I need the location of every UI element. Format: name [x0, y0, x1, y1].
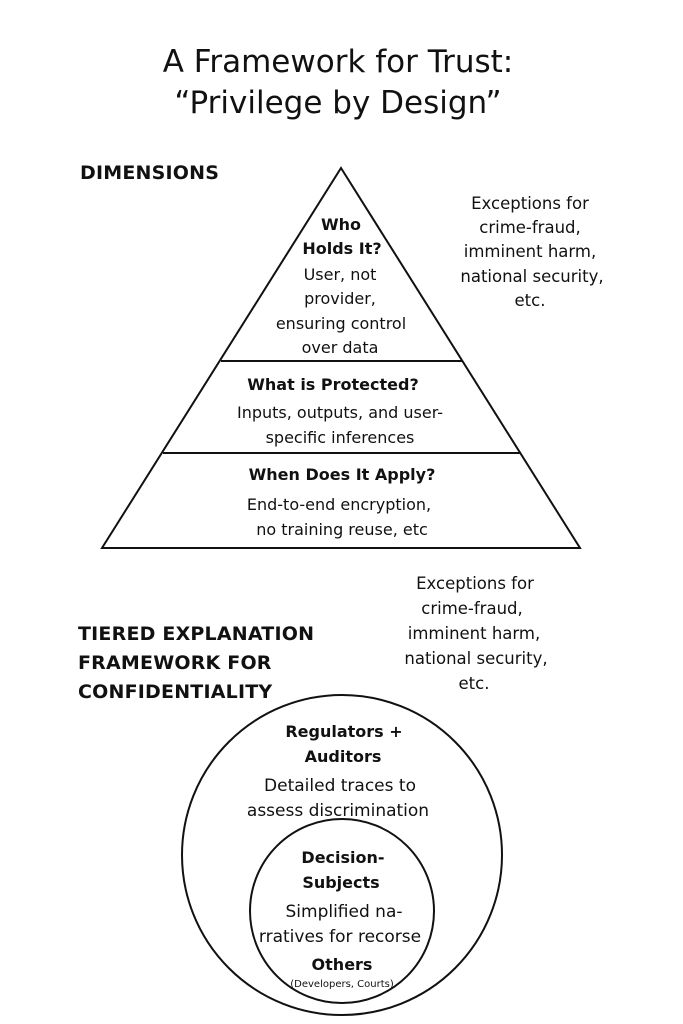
tier-2-title: What is Protected?	[247, 375, 418, 394]
outer-body-line-2: assess discrimination	[247, 801, 429, 821]
dimensions-heading: DIMENSIONS	[80, 162, 219, 184]
exceptions-1-line-2: crime-fraud,	[479, 218, 581, 237]
pyramid-tier-who-holds-it: Who Holds It? User, not provider, ensuri…	[276, 215, 406, 357]
tier-3-body-line-1: End-to-end encryption,	[247, 495, 431, 514]
exceptions-2-line-3: imminent harm,	[408, 624, 540, 643]
tier-1-body-line-2: provider,	[304, 289, 376, 308]
tier-1-body-line-3: ensuring control	[276, 314, 406, 333]
title-line-1: A Framework for Trust:	[163, 44, 514, 80]
tiered-heading-line-2: FRAMEWORK FOR	[78, 652, 272, 674]
exceptions-1-line-4: national security,	[460, 267, 603, 286]
tier-3-body-line-2: no training reuse, etc	[256, 520, 428, 539]
inner-circle-decision-subjects	[249, 818, 435, 1004]
tier-1-body-line-4: over data	[302, 338, 379, 357]
tier-2-body-line-2: specific inferences	[266, 428, 415, 447]
tiered-exceptions-note: Exceptions for crime-fraud, imminent har…	[404, 574, 547, 693]
inner-others-note: (Developers, Courts)	[290, 979, 394, 990]
inner-title-line-1: Decision-	[301, 848, 384, 867]
dimensions-exceptions-note: Exceptions for crime-fraud, imminent har…	[460, 194, 603, 310]
pyramid-tier-when-does-it-apply: When Does It Apply? End-to-end encryptio…	[247, 465, 436, 539]
outer-title-line-1: Regulators +	[285, 722, 402, 741]
page-title: A Framework for Trust: “Privilege by Des…	[163, 44, 514, 121]
tiered-heading-line-1: TIERED EXPLANATION	[78, 623, 314, 645]
inner-body-line-2: rratives for recorse	[259, 927, 421, 947]
tier-1-body-line-1: User, not	[304, 265, 377, 284]
exceptions-1-line-5: etc.	[515, 291, 546, 310]
inner-others-label: Others	[312, 955, 373, 974]
pyramid-tier-what-is-protected: What is Protected? Inputs, outputs, and …	[237, 375, 443, 447]
inner-body-line-1: Simplified na-	[286, 902, 403, 922]
tiered-heading: TIERED EXPLANATION FRAMEWORK FOR CONFIDE…	[78, 623, 314, 703]
tier-3-title: When Does It Apply?	[249, 465, 436, 484]
outer-title-line-2: Auditors	[305, 747, 382, 766]
exceptions-2-line-1: Exceptions for	[416, 574, 534, 593]
tier-2-body-line-1: Inputs, outputs, and user-	[237, 403, 443, 422]
outer-body-line-1: Detailed traces to	[264, 776, 416, 796]
exceptions-1-line-1: Exceptions for	[471, 194, 589, 213]
tiered-circles: Regulators + Auditors Detailed traces to…	[181, 694, 503, 1016]
exceptions-2-line-2: crime-fraud,	[421, 599, 523, 618]
exceptions-1-line-3: imminent harm,	[464, 242, 596, 261]
tier-1-title-line-2: Holds It?	[302, 239, 381, 258]
exceptions-2-line-5: etc.	[459, 674, 490, 693]
exceptions-2-line-4: national security,	[404, 649, 547, 668]
tiered-heading-line-3: CONFIDENTIALITY	[78, 681, 272, 703]
inner-title-line-2: Subjects	[302, 873, 379, 892]
title-line-2: “Privilege by Design”	[174, 85, 501, 121]
tier-1-title-line-1: Who	[321, 215, 361, 234]
dimensions-pyramid: Who Holds It? User, not provider, ensuri…	[100, 166, 582, 549]
